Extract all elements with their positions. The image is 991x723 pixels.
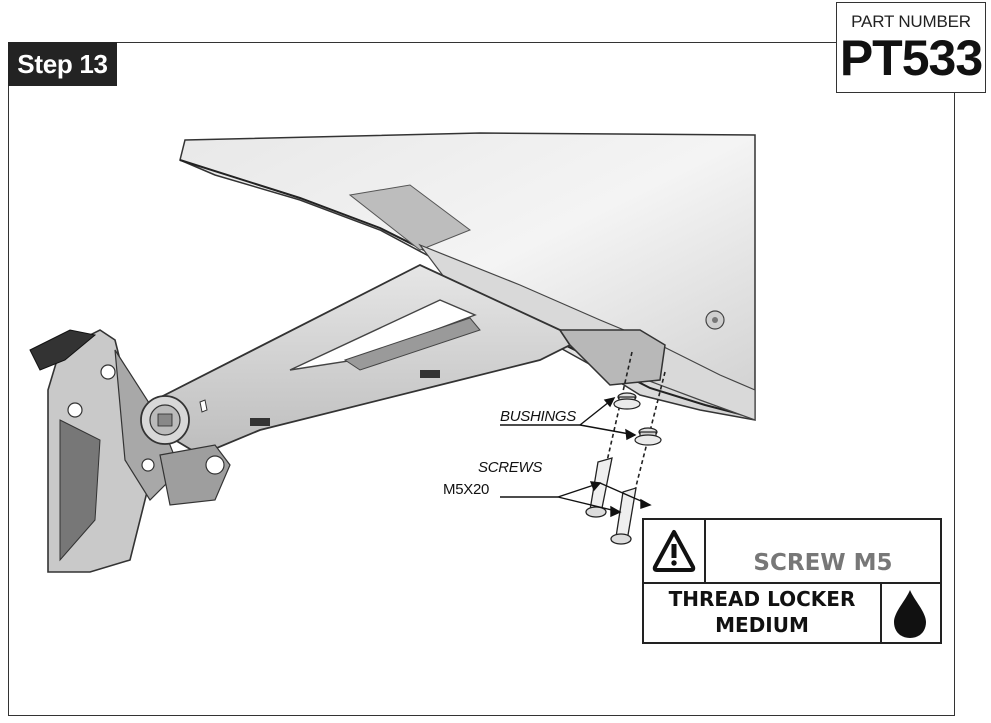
instruction-frame bbox=[8, 42, 955, 716]
thread-locker-line2: MEDIUM bbox=[715, 613, 809, 637]
screws-callout: SCREWS bbox=[478, 459, 543, 476]
part-number-label: PART NUMBER bbox=[851, 12, 971, 31]
step-label: Step 13 bbox=[8, 42, 117, 86]
thread-locker-line1: THREAD LOCKER bbox=[668, 587, 856, 611]
warning-triangle-icon bbox=[652, 530, 696, 572]
callout-leaders bbox=[500, 396, 652, 518]
screw-size-callout: M5X20 bbox=[443, 481, 490, 498]
part-number-value: PT533 bbox=[839, 30, 983, 86]
part-number-box: PART NUMBER PT533 bbox=[836, 2, 986, 93]
droplet-cell bbox=[880, 584, 942, 642]
screw-spec-text: SCREW M5 bbox=[753, 550, 893, 576]
bushing-parts bbox=[613, 392, 662, 446]
left-mount bbox=[29, 329, 231, 573]
bracket-arm bbox=[153, 263, 666, 457]
thread-locker-text: THREAD LOCKER MEDIUM bbox=[644, 586, 880, 638]
warning-icon-cell bbox=[644, 520, 706, 582]
droplet-icon bbox=[894, 590, 926, 638]
thread-locker-warning: SCREW M5 THREAD LOCKER MEDIUM bbox=[642, 518, 942, 644]
warning-row-screw: SCREW M5 bbox=[644, 520, 940, 584]
screw-parts bbox=[585, 457, 637, 545]
bushings-callout: BUSHINGS bbox=[500, 408, 576, 425]
